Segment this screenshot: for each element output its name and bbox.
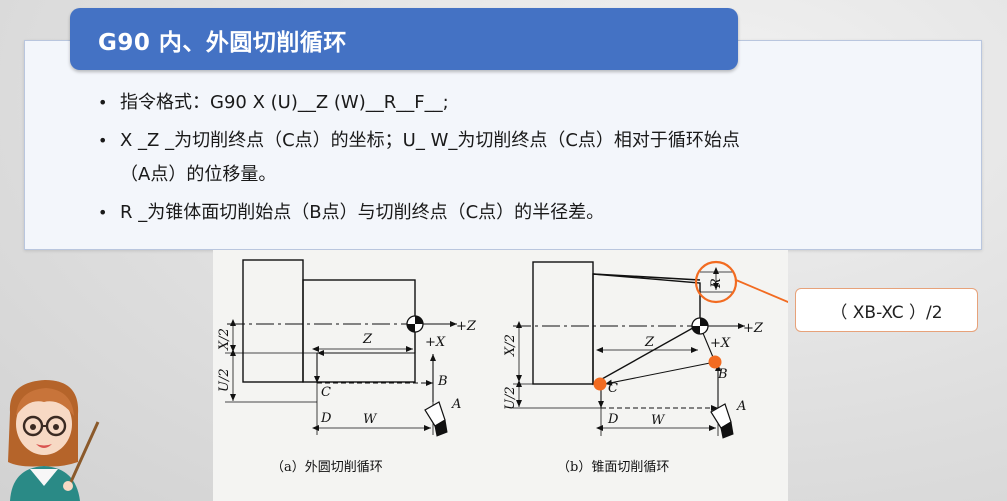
u2-dim-label: U/2 xyxy=(217,368,232,392)
x-axis-label-b: +X xyxy=(710,336,731,351)
diagram-a xyxy=(225,259,457,437)
caption-a: （a）外圆切削循环 xyxy=(271,460,383,475)
caption-b: （b）锥面切削循环 xyxy=(557,460,669,475)
z-axis-label: +Z xyxy=(456,319,477,334)
r-highlight-circle xyxy=(694,260,738,304)
point-d-label-b: D xyxy=(607,412,619,427)
u2-dim-label-b: U/2 xyxy=(503,386,518,410)
chuck-b xyxy=(532,261,594,385)
point-c-marker xyxy=(593,377,607,391)
slide-title: G90 内、外圆切削循环 xyxy=(98,30,347,56)
callout-leader-line xyxy=(735,279,788,304)
bullet-dot-icon: • xyxy=(98,203,108,222)
bullet-text: X _Z _为切削终点（C点）的坐标；U_ W_为切削终点（C点）相对于循环始点 xyxy=(120,130,740,151)
diagram-b xyxy=(513,261,745,439)
point-a-label: A xyxy=(451,397,461,412)
bullet-dot-icon: • xyxy=(98,131,108,150)
x-axis-label: +X xyxy=(425,335,446,350)
origin-marker-a xyxy=(406,315,424,333)
chuck-a xyxy=(242,259,304,383)
w-dim-label: W xyxy=(363,412,378,427)
bullet-dot-icon: • xyxy=(98,93,108,112)
teacher-avatar xyxy=(0,372,100,501)
point-b-marker xyxy=(708,355,722,369)
z-dim-label: Z xyxy=(362,332,373,347)
bullet-item: • 指令格式：G90 X (U)__Z (W)__R__F__; xyxy=(94,86,954,120)
origin-marker-b xyxy=(691,317,709,335)
x2-dim-label: X/2 xyxy=(217,328,232,351)
r-formula-callout: （ XB-XC ）/2 xyxy=(795,288,978,332)
cutting-cycle-diagram: +Z +X Z W C D B A X/2 U/2 xyxy=(217,259,788,475)
workpiece-a xyxy=(302,279,416,383)
z-axis-label-b: +Z xyxy=(743,321,764,336)
z-dim-label-b: Z xyxy=(644,335,655,350)
point-c-label: C xyxy=(321,385,331,400)
content-card xyxy=(24,40,982,250)
title-bar xyxy=(70,8,738,70)
bullet-text: R _为锥体面切削始点（B点）与切削终点（C点）的半径差。 xyxy=(120,202,605,223)
point-a-label-b: A xyxy=(736,399,746,414)
cutting-cycle-figure: +Z +X Z W C D B A X/2 U/2 xyxy=(213,250,788,501)
r-dim-label: R xyxy=(709,278,724,289)
bullet-continuation: （A点）的位移量。 xyxy=(120,164,277,185)
point-b-label-b: B xyxy=(717,367,728,382)
point-c-label-b: C xyxy=(608,381,618,396)
point-d-label: D xyxy=(320,411,332,426)
bullet-item: • X _Z _为切削终点（C点）的坐标；U_ W_为切削终点（C点）相对于循环… xyxy=(94,124,954,158)
bullet-text: 指令格式：G90 X (U)__Z (W)__R__F__; xyxy=(120,92,449,113)
taper-workpiece-b xyxy=(592,273,701,386)
point-b-label: B xyxy=(437,374,448,389)
w-dim-label-b: W xyxy=(651,413,666,428)
bullet-item: • R _为锥体面切削始点（B点）与切削终点（C点）的半径差。 xyxy=(94,196,954,230)
bullet-list: • 指令格式：G90 X (U)__Z (W)__R__F__; • X _Z … xyxy=(94,86,954,230)
x2-dim-label-b: X/2 xyxy=(503,334,518,357)
